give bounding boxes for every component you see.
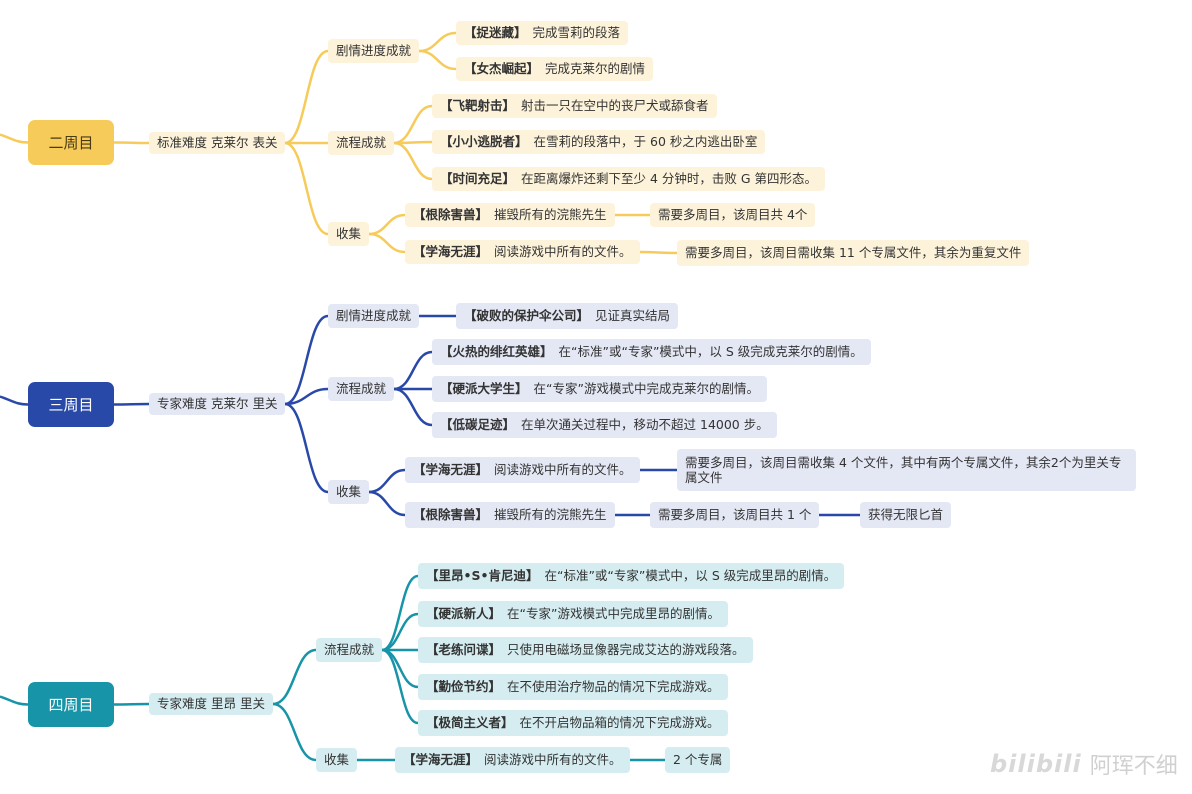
- connector-round2-process-label-to-round2-process-1: [392, 140, 434, 145]
- connector-round2-collect-1-to-round2-collect-1-note: [638, 250, 679, 255]
- round3-mode[interactable]: 专家难度 克莱尔 里关: [149, 393, 286, 415]
- connector-round4-process-label-to-round4-process-1: [380, 612, 420, 652]
- round2-mode[interactable]: 标准难度 克莱尔 表关: [149, 132, 286, 154]
- round3-root[interactable]: 三周目: [28, 382, 114, 427]
- round3-collect-0-note[interactable]: 需要多周目，该周目需收集 4 个文件，其中有两个专属文件，其余2个为里关专属文件: [677, 449, 1136, 491]
- connector-round2-mode-to-round2-collect-label: [283, 141, 330, 236]
- connector-round2-mode-to-round2-story-label: [283, 49, 330, 145]
- round2-process-1[interactable]: 【小小逃脱者】在雪莉的段落中，于 60 秒之内逃出卧室: [432, 130, 766, 154]
- round4-collect-0[interactable]: 【学海无涯】阅读游戏中所有的文件。: [395, 747, 630, 773]
- connector-round2-story-label-to-round2-story-0: [417, 31, 458, 53]
- round3-process-1[interactable]: 【硬派大学生】在“专家”游戏模式中完成克莱尔的剧情。: [432, 376, 767, 402]
- round3-story-0[interactable]: 【破败的保护伞公司】见证真实结局: [456, 303, 679, 329]
- round3-collect-1-note[interactable]: 需要多周目，该周目共 1 个: [650, 502, 820, 528]
- round3-process-label[interactable]: 流程成就: [328, 377, 395, 401]
- connector-round2-root-to-round2-mode: [112, 141, 151, 145]
- round4-process-4[interactable]: 【极简主义者】在不开启物品箱的情况下完成游戏。: [418, 710, 728, 736]
- round4-mode[interactable]: 专家难度 里昂 里关: [149, 693, 273, 715]
- connector-round2-collect-label-to-round2-collect-1: [367, 232, 407, 254]
- round2-process-label[interactable]: 流程成就: [328, 131, 395, 155]
- connector-round3-process-label-to-round3-process-0: [392, 350, 434, 391]
- round3-collect-1-extra[interactable]: 获得无限匕首: [860, 502, 952, 528]
- round2-collect-label[interactable]: 收集: [328, 222, 370, 246]
- round3-collect-label[interactable]: 收集: [328, 480, 370, 504]
- round2-collect-0[interactable]: 【根除害兽】摧毁所有的浣熊先生: [405, 203, 615, 227]
- bilibili-logo: bilibili: [990, 750, 1082, 778]
- round3-collect-1[interactable]: 【根除害兽】摧毁所有的浣熊先生: [405, 502, 615, 528]
- round4-process-1[interactable]: 【硬派新人】在“专家”游戏模式中完成里昂的剧情。: [418, 601, 728, 627]
- connector-round4-process-label-to-round4-process-0: [380, 574, 420, 652]
- connector-round4-root-to-round4-mode: [112, 702, 151, 706]
- connector-round2-process-label-to-round2-process-0: [392, 104, 434, 145]
- bilibili-watermark: bilibili 阿珲不细: [990, 748, 1178, 780]
- connector-round3-collect-label-to-round3-collect-1: [367, 490, 407, 517]
- round2-collect-1[interactable]: 【学海无涯】阅读游戏中所有的文件。: [405, 240, 640, 264]
- round2-process-2[interactable]: 【时间充足】在距离爆炸还剩下至少 4 分钟时，击败 G 第四形态。: [432, 167, 826, 191]
- round2-collect-1-note[interactable]: 需要多周目，该周目需收集 11 个专属文件，其余为重复文件: [677, 240, 1030, 266]
- connector-round3-mode-to-round3-process-label: [283, 387, 330, 406]
- round4-process-3[interactable]: 【勤俭节约】在不使用治疗物品的情况下完成游戏。: [418, 674, 728, 700]
- connector-round2-process-label-to-round2-process-2: [392, 141, 434, 181]
- connector-round2-story-label-to-round2-story-1: [417, 49, 458, 71]
- round4-collect-0-note[interactable]: 2 个专属: [665, 747, 731, 773]
- round4-root[interactable]: 四周目: [28, 682, 114, 727]
- round3-process-0[interactable]: 【火热的绯红英雄】在“标准”或“专家”模式中，以 S 级完成克莱尔的剧情。: [432, 339, 871, 365]
- round2-story-0[interactable]: 【捉迷藏】完成雪莉的段落: [456, 21, 629, 45]
- round3-collect-0[interactable]: 【学海无涯】阅读游戏中所有的文件。: [405, 457, 640, 483]
- round2-process-0[interactable]: 【飞靶射击】射击一只在空中的丧尸犬或舔食者: [432, 94, 717, 118]
- round2-story-label[interactable]: 剧情进度成就: [328, 39, 420, 63]
- round2-story-1[interactable]: 【女杰崛起】完成克莱尔的剧情: [456, 57, 654, 81]
- connector-round4-mode-to-round4-collect-label: [271, 702, 318, 762]
- connector-round4-mode-to-round4-process-label: [271, 648, 318, 706]
- round4-process-0[interactable]: 【里昂•S•肯尼迪】在“标准”或“专家”模式中，以 S 级完成里昂的剧情。: [418, 563, 845, 589]
- connector-round3-root-to-round3-mode: [112, 402, 151, 406]
- connector-round3-mode-to-round3-story-label: [283, 314, 330, 406]
- round4-process-2[interactable]: 【老练问谍】只使用电磁场显像器完成艾达的游戏段落。: [418, 637, 753, 663]
- round2-collect-0-note[interactable]: 需要多周目，该周目共 4个: [650, 203, 816, 227]
- round3-story-label[interactable]: 剧情进度成就: [328, 304, 420, 328]
- watermark-author: 阿珲不细: [1089, 754, 1178, 779]
- round4-collect-label[interactable]: 收集: [316, 748, 358, 772]
- connector-round3-mode-to-round3-collect-label: [283, 402, 330, 494]
- connector-round3-process-label-to-round3-process-2: [392, 387, 434, 427]
- round4-process-label[interactable]: 流程成就: [316, 638, 383, 662]
- round3-process-2[interactable]: 【低碳足迹】在单次通关过程中，移动不超过 14000 步。: [432, 412, 777, 438]
- connector-parent-to-round2-root: [0, 133, 29, 144]
- round2-root[interactable]: 二周目: [28, 120, 114, 165]
- connector-parent-to-round4-root: [0, 695, 29, 706]
- connector-round4-process-label-to-round4-process-4: [380, 648, 420, 725]
- connector-round2-collect-label-to-round2-collect-0: [367, 213, 407, 236]
- connector-round3-collect-label-to-round3-collect-0: [367, 468, 407, 494]
- connector-parent-to-round3-root: [0, 395, 29, 406]
